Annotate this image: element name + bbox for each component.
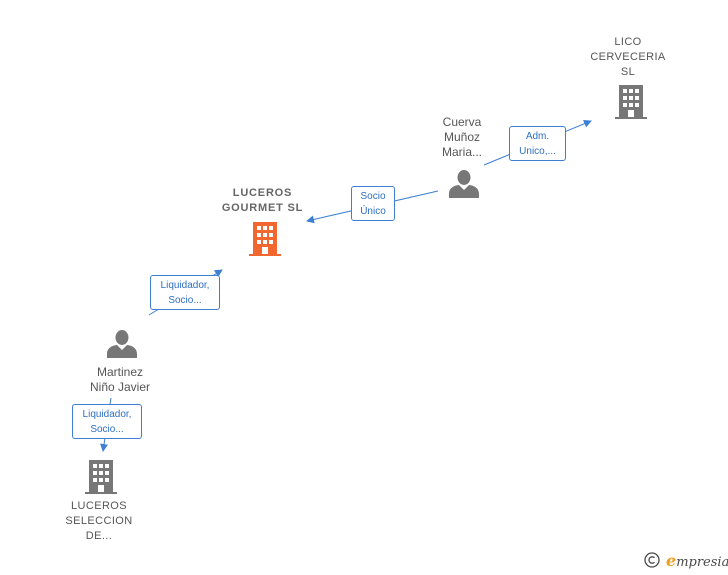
building-icon[interactable]	[85, 460, 117, 494]
edge-label-liquidador-socio[interactable]: Liquidador, Socio...	[72, 404, 142, 439]
brand-footer: empresia	[644, 551, 728, 570]
building-icon[interactable]	[615, 85, 647, 119]
person-icon[interactable]	[449, 170, 479, 198]
node-label-luceros-gourmet[interactable]: LUCEROS GOURMET SL	[221, 187, 304, 214]
building-icon[interactable]	[249, 222, 281, 256]
copyright-icon	[644, 552, 660, 568]
person-icon[interactable]	[107, 330, 137, 358]
edge-label-adm-unico[interactable]: Adm. Unico,...	[509, 126, 566, 161]
brand-name: mpresia	[676, 555, 728, 570]
node-label-lico-cerveceria[interactable]: LICO CERVECERIA SL	[590, 36, 666, 78]
edge-label-liquidador-socio[interactable]: Liquidador, Socio...	[150, 275, 220, 310]
node-label-luceros-seleccion[interactable]: LUCEROS SELECCION DE...	[65, 500, 133, 542]
node-label-cuerva[interactable]: Cuerva Muñoz Maria...	[441, 115, 482, 159]
node-label-martinez[interactable]: Martinez Niño Javier	[89, 365, 151, 394]
brand-logo: empresia	[666, 551, 728, 570]
edge-label-socio-unico[interactable]: Socio Único	[351, 186, 395, 221]
brand-initial: e	[666, 551, 677, 570]
